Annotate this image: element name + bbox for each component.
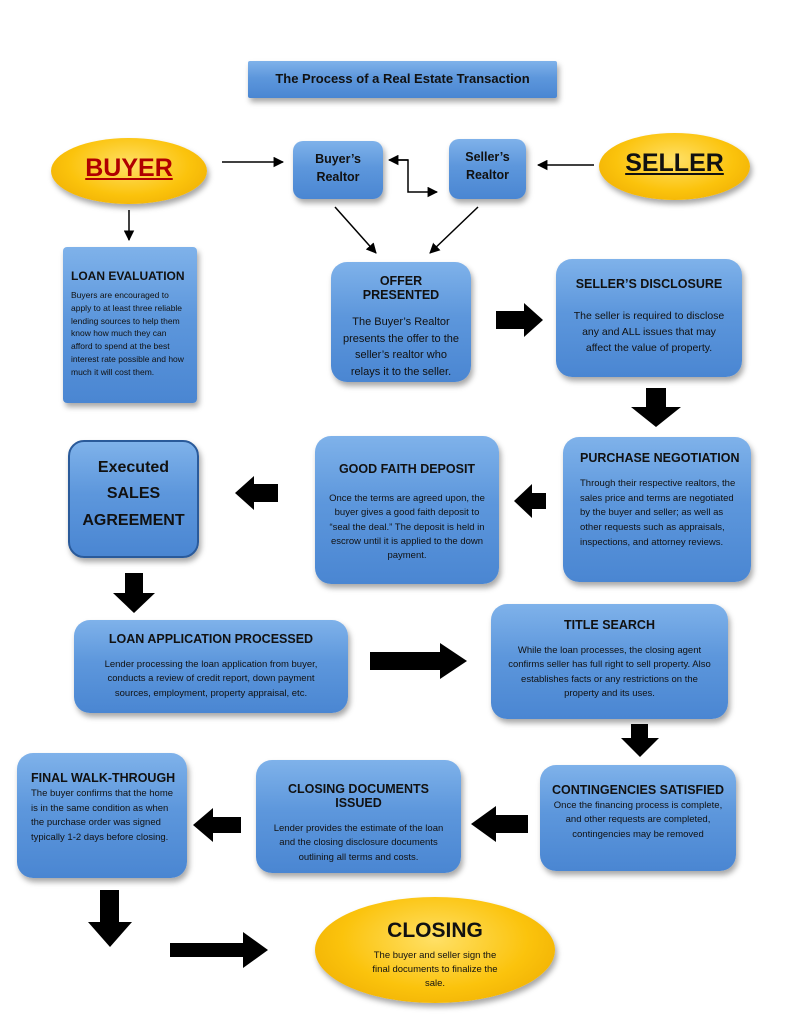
sellers-disclosure-title: SELLER’S DISCLOSURE bbox=[575, 277, 723, 291]
diagram-title-text: The Process of a Real Estate Transaction bbox=[275, 71, 530, 86]
sellers-realtor-box: Seller’s Realtor bbox=[449, 139, 526, 199]
title-search-body: While the loan processes, the closing ag… bbox=[508, 645, 711, 699]
offer-presented-box: OFFER PRESENTED The Buyer’s Realtor pres… bbox=[331, 262, 471, 382]
closing-body: The buyer and seller sign the final docu… bbox=[372, 950, 498, 989]
executed-sales-agreement-box: Executed SALES AGREEMENT bbox=[68, 440, 199, 558]
buyer-label: BUYER bbox=[85, 154, 173, 182]
offer-presented-title: OFFER PRESENTED bbox=[362, 274, 440, 302]
arrow-disclosure-to-negotiation bbox=[631, 388, 681, 427]
buyers-realtor-box: Buyer’s Realtor bbox=[293, 141, 383, 199]
executed-line-3: AGREEMENT bbox=[82, 511, 185, 529]
final-walkthrough-box: FINAL WALK-THROUGH The buyer confirms th… bbox=[17, 753, 187, 878]
contingencies-title: CONTINGENCIES SATISFIED bbox=[552, 783, 725, 797]
loan-application-box: LOAN APPLICATION PROCESSED Lender proces… bbox=[74, 620, 348, 713]
title-search-title: TITLE SEARCH bbox=[564, 618, 655, 632]
final-walkthrough-title: FINAL WALK-THROUGH bbox=[31, 771, 176, 785]
arrow-loan-application-to-title-search bbox=[370, 643, 467, 679]
closing-oval: CLOSING The buyer and seller sign the fi… bbox=[315, 897, 555, 1003]
closing-documents-body: Lender provides the estimate of the loan… bbox=[273, 823, 444, 863]
executed-line-1: Executed bbox=[97, 459, 170, 476]
good-faith-deposit-box: GOOD FAITH DEPOSIT Once the terms are ag… bbox=[315, 436, 499, 584]
closing-title: CLOSING bbox=[387, 919, 483, 942]
closing-documents-box: CLOSING DOCUMENTS ISSUED Lender provides… bbox=[256, 760, 461, 873]
loan-evaluation-body: Buyers are encouraged to apply to at lea… bbox=[71, 290, 184, 377]
loan-application-body: Lender processing the loan application f… bbox=[104, 659, 318, 699]
purchase-negotiation-box: PURCHASE NEGOTIATION Through their respe… bbox=[563, 437, 751, 582]
arrow-negotiation-to-deposit bbox=[514, 484, 546, 518]
arrow-realtors-link bbox=[390, 159, 439, 198]
arrow-title-search-to-contingencies bbox=[621, 724, 659, 757]
diagram-title: The Process of a Real Estate Transaction bbox=[248, 61, 557, 98]
loan-evaluation-box: LOAN EVALUATION Buyers are encouraged to… bbox=[63, 247, 197, 403]
arrow-contingencies-to-documents bbox=[471, 806, 528, 842]
arrow-buyers-realtor-to-offer bbox=[334, 206, 377, 254]
loan-application-title: LOAN APPLICATION PROCESSED bbox=[108, 632, 314, 646]
sellers-disclosure-body: The seller is required to disclose any a… bbox=[573, 310, 725, 354]
loan-evaluation-title: LOAN EVALUATION bbox=[71, 269, 185, 283]
arrow-agreement-to-loan-application bbox=[113, 573, 155, 613]
offer-presented-body: The Buyer’s Realtor presents the offer t… bbox=[343, 316, 459, 378]
buyer-oval: BUYER bbox=[51, 138, 207, 204]
contingencies-body: Once the financing process is complete, … bbox=[553, 800, 723, 840]
sellers-disclosure-box: SELLER’S DISCLOSURE The seller is requir… bbox=[556, 259, 742, 377]
contingencies-box: CONTINGENCIES SATISFIED Once the financi… bbox=[540, 765, 736, 871]
executed-line-2: SALES bbox=[106, 485, 161, 503]
arrow-sellers-realtor-to-offer bbox=[429, 206, 479, 254]
purchase-negotiation-body: Through their respective realtors, the s… bbox=[580, 478, 736, 548]
good-faith-deposit-body: Once the terms are agreed upon, the buye… bbox=[329, 493, 485, 561]
arrow-to-closing bbox=[170, 932, 268, 968]
purchase-negotiation-title: PURCHASE NEGOTIATION bbox=[580, 451, 740, 465]
good-faith-deposit-title: GOOD FAITH DEPOSIT bbox=[338, 462, 476, 476]
title-search-box: TITLE SEARCH While the loan processes, t… bbox=[491, 604, 728, 719]
seller-oval: SELLER bbox=[599, 133, 750, 200]
arrow-documents-to-walkthrough bbox=[193, 808, 241, 842]
closing-documents-title: CLOSING DOCUMENTS ISSUED bbox=[288, 782, 429, 810]
buyers-realtor-label: Buyer’s Realtor bbox=[315, 152, 361, 185]
arrow-walkthrough-down bbox=[88, 890, 132, 947]
arrow-deposit-to-agreement bbox=[235, 476, 278, 510]
final-walkthrough-body: The buyer confirms that the home is in t… bbox=[31, 788, 174, 844]
arrow-offer-to-disclosure bbox=[496, 303, 543, 337]
seller-label: SELLER bbox=[625, 149, 724, 177]
sellers-realtor-label: Seller’s Realtor bbox=[465, 150, 510, 183]
